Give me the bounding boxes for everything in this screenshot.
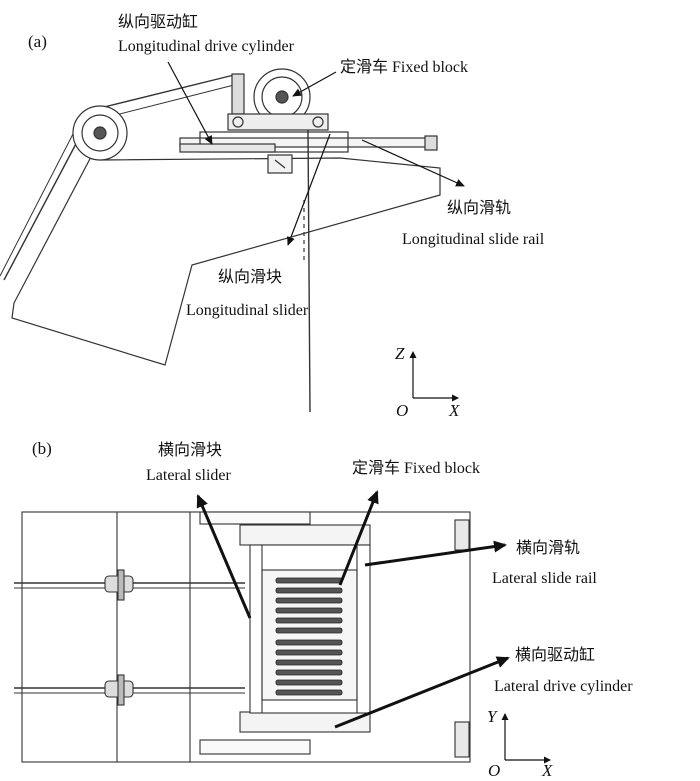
leader-b-cylinder: [334, 656, 510, 729]
axis-b-y-label: Y: [487, 707, 497, 726]
label-a-slider-zh: 纵向滑块: [218, 267, 283, 286]
label-a-slider-en: Longitudinal slider: [186, 302, 309, 319]
label-b-cylinder-zh: 横向驱动缸: [515, 645, 596, 664]
top-carriage: [239, 524, 371, 546]
longitudinal-cylinder: [179, 143, 276, 153]
leader-b-slider: [196, 494, 252, 619]
axis-b-origin-label: O: [488, 761, 501, 780]
lateral-rail: [454, 519, 470, 551]
leader-a-slider: [287, 133, 331, 246]
panel-b-axes: [501, 713, 551, 764]
label-b-rail-zh: 横向滑轨: [516, 538, 581, 557]
vertical-post: [307, 129, 311, 413]
label-b-rail-en: Lateral slide rail: [492, 570, 597, 587]
label-b-slider-en: Lateral slider: [146, 467, 231, 484]
label-a-rail-en: Longitudinal slide rail: [402, 231, 545, 248]
panel-b-label: (b): [32, 439, 52, 458]
panel-a-drawing: [0, 68, 441, 413]
panel-a-label: (a): [28, 32, 47, 51]
left-rope: [3, 139, 79, 281]
label-b-slider-zh: 横向滑块: [158, 440, 223, 459]
axis-a-z-label: Z: [395, 344, 405, 363]
label-a-cylinder-en: Longitudinal drive cylinder: [118, 38, 294, 55]
panel-a-axes: [409, 351, 459, 402]
axis-b-x-label: X: [542, 761, 553, 780]
axis-a-origin-label: O: [396, 401, 409, 420]
leader-b-pulley: [338, 490, 379, 586]
label-a-cylinder-zh: 纵向驱动缸: [118, 12, 199, 31]
leader-a-pulley: [292, 71, 337, 97]
axis-a-x-label: X: [449, 401, 460, 420]
leader-b-rail: [364, 540, 507, 567]
leader-a-rail: [361, 139, 465, 187]
top-cable: [99, 73, 239, 109]
fixed-block-sheaves: [275, 577, 343, 696]
leader-a-cylinder: [167, 61, 213, 145]
longitudinal-arm-outline: [11, 154, 441, 366]
label-a-pulley: 定滑车 Fixed block: [340, 59, 468, 76]
label-b-pulley: 定滑车 Fixed block: [352, 460, 480, 477]
label-b-cylinder-en: Lateral drive cylinder: [494, 678, 633, 695]
panel-b-drawing: [14, 511, 471, 763]
label-a-rail-zh: 纵向滑轨: [447, 198, 512, 217]
